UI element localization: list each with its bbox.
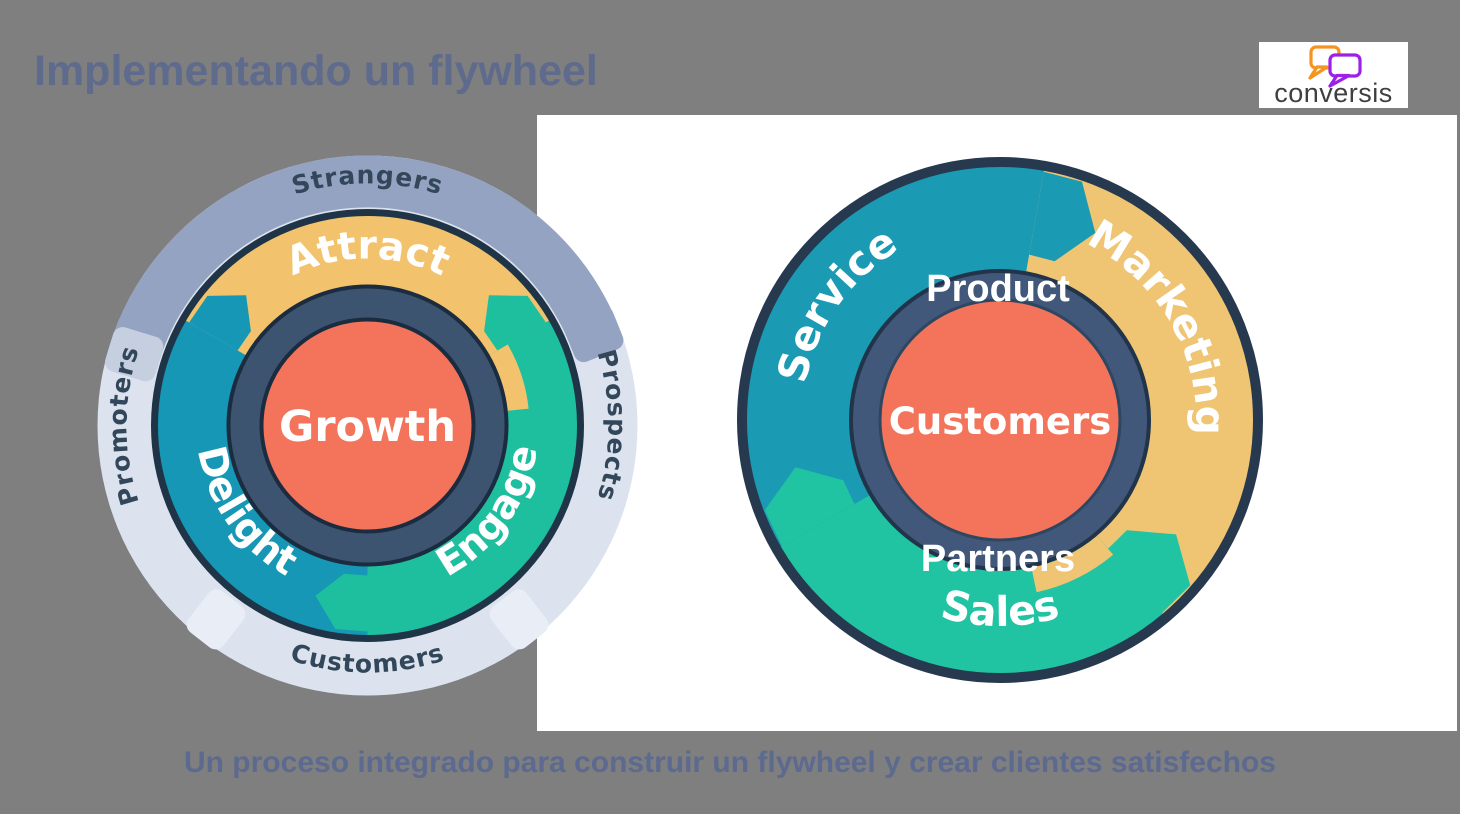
segment-arrow bbox=[1108, 530, 1191, 613]
ring-arrow-end bbox=[563, 306, 624, 363]
ring-tab bbox=[489, 589, 549, 650]
center-label-growth: Growth bbox=[279, 402, 456, 452]
segment-arrow bbox=[764, 467, 855, 546]
segment-arrow bbox=[484, 295, 546, 351]
center-circle bbox=[878, 298, 1122, 542]
segment-arrow bbox=[1029, 171, 1096, 262]
speech-bubbles-icon bbox=[1308, 45, 1362, 88]
slide-caption: Un proceso integrado para construir un f… bbox=[183, 746, 1276, 779]
segment-arrow bbox=[189, 295, 251, 351]
outer-ring-dark-arc bbox=[106, 155, 622, 370]
center-circle bbox=[259, 317, 476, 534]
wheel-outline bbox=[737, 157, 1263, 683]
overlay-label-product: Product bbox=[926, 268, 1070, 310]
logo-brand-text: conversis bbox=[1274, 78, 1393, 108]
ring-tab bbox=[105, 327, 164, 382]
logo-graphic: conversis bbox=[1274, 45, 1393, 108]
flywheel-diagram-growth: Strangers Prospects Customers Promoters … bbox=[97, 155, 638, 696]
segment-arrow bbox=[315, 573, 368, 632]
flywheel-geometry bbox=[97, 155, 638, 696]
center-label-customers: Customers bbox=[889, 400, 1112, 443]
page-title: Implementando un flywheel bbox=[34, 47, 598, 95]
segment-inner-wrap bbox=[1031, 535, 1114, 593]
segment-inner-wrap bbox=[487, 344, 529, 412]
flywheel-diagram-customers: Service Marketing Sales Customers Produc… bbox=[737, 157, 1263, 683]
overlay-label-partners: Partners bbox=[921, 538, 1075, 580]
ring-tab bbox=[186, 589, 246, 650]
flywheel-geometry bbox=[737, 157, 1263, 683]
segment-label-sales: Sales bbox=[937, 580, 1064, 636]
conversis-logo: conversis bbox=[1259, 42, 1408, 108]
wheel-rim bbox=[151, 209, 584, 642]
